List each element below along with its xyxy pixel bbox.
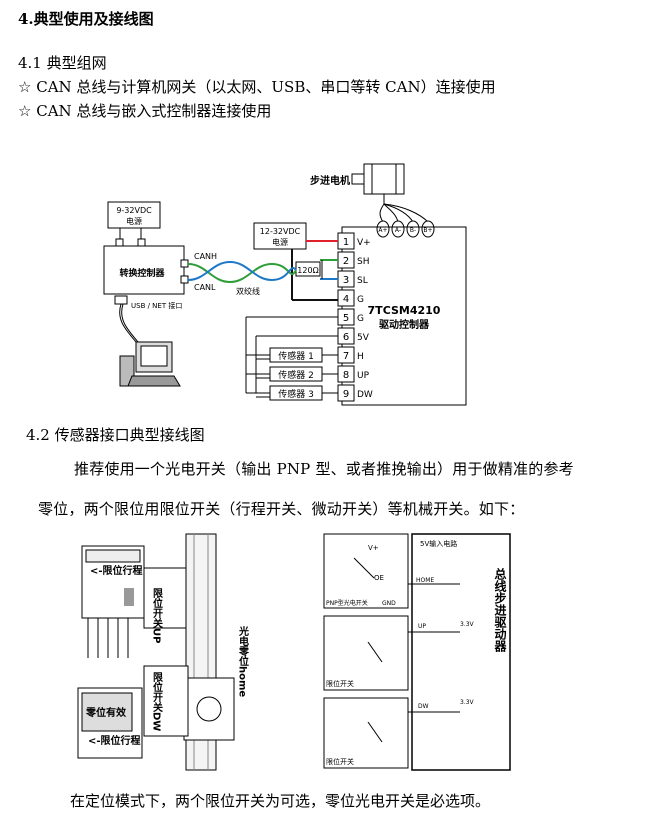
v33-label-2: 3.3V — [460, 699, 475, 706]
twisted-pair-label: 双绞线 — [236, 286, 260, 296]
terminal-label-9: DW — [357, 390, 373, 400]
dw-label: DW — [418, 703, 429, 710]
motor-pin-circles: A+ A- B- B+ — [376, 220, 435, 238]
resistor-label: 120Ω — [297, 266, 318, 275]
footer-note: 在定位模式下，两个限位开关为可选，零位光电开关是必选项。 — [70, 792, 491, 810]
terminal-label-2: SH — [357, 257, 369, 267]
up-label: UP — [418, 623, 426, 630]
limit-switch-up-label: 限位开关 — [326, 679, 354, 688]
motor-pin-2: A- — [395, 227, 401, 234]
gnd-label-1: GND — [382, 600, 396, 607]
limit-travel-top: <-限位行程 — [90, 564, 143, 577]
stepper-motor-icon — [351, 163, 405, 204]
limit-dw-label: 限位开关DW — [151, 672, 163, 732]
v33-label-1: 3.3V — [460, 621, 475, 628]
terminal-num-3: 3 — [343, 275, 349, 286]
terminal-num-6: 6 — [343, 332, 349, 343]
sensor-1-label: 传感器 1 — [278, 350, 314, 362]
sensor-3-label: 传感器 3 — [278, 388, 314, 400]
home-label: HOME — [416, 577, 434, 584]
photo-home-label: 光电零位home — [237, 625, 250, 698]
terminal-num-8: 8 — [343, 370, 349, 381]
psu1-box — [107, 201, 161, 229]
subsection-4-2: 4.2 传感器接口典型接线图 — [26, 426, 205, 444]
terminal-num-4: 4 — [343, 294, 349, 305]
psu1-label: 电源 — [126, 216, 142, 226]
sensor-1-box — [269, 347, 323, 363]
twisted-pair-cable — [187, 260, 297, 284]
driver-model: 7TCSM4210 — [368, 304, 441, 317]
network-diagram: 步进电机 A+ A- B- B+ 7TCSM4210 驱动控制器 — [103, 163, 467, 406]
sensor-2-box — [269, 366, 323, 382]
io-header-label: 5V输入电路 — [420, 539, 457, 548]
motor-pin-3: B- — [410, 227, 416, 234]
terminal-num-7: 7 — [343, 351, 349, 362]
computer-icon — [119, 341, 181, 387]
limit-up-label: 限位开关UP — [151, 588, 163, 644]
bullet-can-embedded: ☆ CAN 总线与嵌入式控制器连接使用 — [18, 102, 272, 120]
section-title: 4.典型使用及接线图 — [18, 10, 154, 28]
psu2-label: 电源 — [272, 237, 288, 247]
driver-vertical-label: 总线步进驱动器 — [493, 567, 507, 653]
psu2-box — [253, 222, 307, 250]
driver-name: 驱动控制器 — [379, 318, 430, 331]
motor-pin-4: B+ — [423, 227, 432, 234]
terminal-label-3: SL — [357, 276, 368, 286]
limit-switch-dw-label: 限位开关 — [326, 757, 354, 766]
terminal-label-6: 5V — [357, 333, 370, 343]
terminal-label-4: G — [357, 295, 364, 305]
oe-label: OE — [374, 574, 384, 582]
terminal-num-2: 2 — [343, 256, 349, 267]
motor-label: 步进电机 — [310, 174, 350, 187]
psu2-voltage: 12-32VDC — [260, 227, 301, 236]
limit-travel-bottom: <-限位行程 — [88, 734, 141, 747]
sensor-circuit-diagram: 总线步进驱动器 5V输入电路 V+ OE PNP型光电开关 GND HOME U… — [323, 533, 511, 771]
vplus-label: V+ — [368, 544, 379, 552]
terminal-num-1: 1 — [343, 237, 349, 248]
paragraph-line-2: 零位，两个限位用限位开关（行程开关、微动开关）等机械开关。如下： — [38, 500, 525, 518]
terminal-num-9: 9 — [343, 389, 349, 400]
sensor-3-box — [269, 385, 323, 401]
terminal-label-7: H — [357, 352, 364, 362]
limit-mechanism-diagram: <-限位行程 限位开关UP 光电零位home 零位有效 <-限位行程 限位开关D… — [77, 533, 250, 771]
terminal-num-5: 5 — [343, 313, 349, 324]
converter-label: 转换控制器 — [119, 267, 165, 279]
terminal-block: 1 2 3 4 5 6 7 8 9 V+ SH SL G G 5V H UP D… — [337, 232, 373, 402]
paragraph-line-1: 推荐使用一个光电开关（输出 PNP 型、或者推挽输出）用于做精准的参考 — [74, 460, 574, 478]
subsection-4-1: 4.1 典型组网 — [18, 54, 107, 72]
zero-valid-label: 零位有效 — [85, 706, 127, 719]
pnp-switch-label: PNP型光电开关 — [326, 599, 368, 607]
converter-box — [103, 245, 185, 295]
motor-pin-1: A+ — [378, 227, 387, 234]
psu1-voltage: 9-32VDC — [116, 206, 152, 215]
terminal-label-1: V+ — [357, 238, 371, 248]
usb-net-label: USB / NET 接口 — [131, 301, 182, 310]
terminal-label-5: G — [357, 314, 364, 324]
canh-label: CANH — [194, 252, 217, 261]
terminal-label-8: UP — [357, 371, 370, 381]
canl-label: CANL — [194, 283, 216, 292]
bullet-can-gateway: ☆ CAN 总线与计算机网关（以太网、USB、串口等转 CAN）连接使用 — [18, 78, 496, 96]
sensor-2-label: 传感器 2 — [278, 369, 314, 381]
